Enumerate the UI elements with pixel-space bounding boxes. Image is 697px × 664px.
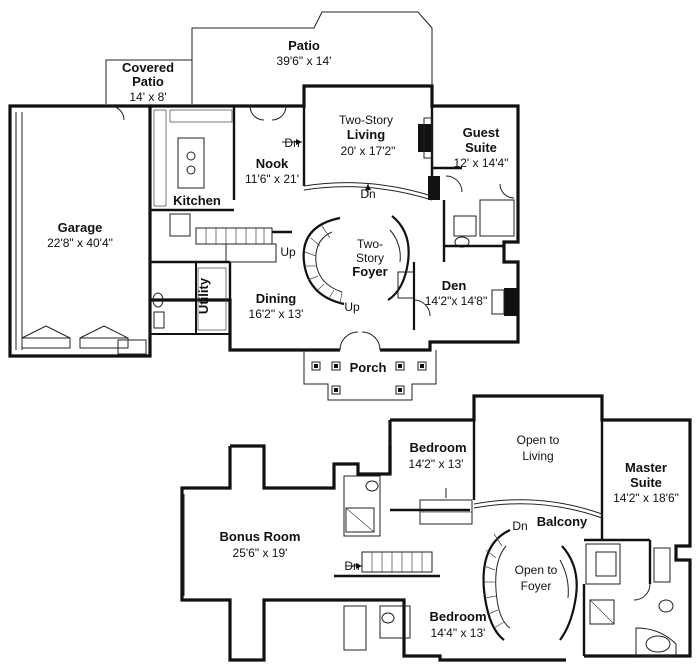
kitchen-label: Kitchen <box>173 193 221 208</box>
master-suite-label-1: Master <box>625 460 667 475</box>
living-label-2: Living <box>347 127 385 142</box>
patio-dim: 39'6" x 14' <box>277 54 332 68</box>
bonus-room-walls <box>180 444 392 662</box>
bedroom-top-dim: 14'2" x 13' <box>409 457 464 471</box>
covered-patio-dim: 14' x 8' <box>129 90 166 104</box>
living-fireplace <box>418 124 432 152</box>
den-label: Den <box>442 278 467 293</box>
living-dim: 20' x 17'2" <box>341 144 396 158</box>
balcony-arc-top <box>473 499 603 515</box>
garage-label: Garage <box>58 220 103 235</box>
foyer-label-2: Story <box>356 251 384 265</box>
patio-label: Patio <box>288 38 320 53</box>
stair-dn-foyer: Dn <box>360 187 375 201</box>
upper-curved-stair <box>482 529 511 641</box>
bedroom-top-label: Bedroom <box>409 440 466 455</box>
stair-up-left: Up <box>280 245 296 259</box>
covered-patio-label-1: Covered <box>122 60 174 75</box>
garage-step <box>117 339 147 355</box>
first-floor: Patio 39'6" x 14' Covered Patio 14' x 8'… <box>8 11 520 401</box>
kitchen-island <box>177 137 205 189</box>
guest-suite-label-1: Guest <box>463 125 501 140</box>
stair-dn-left: Dn <box>344 559 359 573</box>
upper-exterior-walls <box>334 394 692 662</box>
den-fireplace <box>504 288 518 316</box>
living-label-1: Two-Story <box>339 113 393 127</box>
balcony-label: Balcony <box>537 514 588 529</box>
porch-outline <box>303 350 437 401</box>
stairs-left <box>195 227 277 263</box>
living-balcony-arc <box>303 182 433 197</box>
porch-label: Porch <box>350 360 387 375</box>
bonus-room-dim: 25'6" x 19' <box>233 546 288 560</box>
guest-suite-label-2: Suite <box>465 140 497 155</box>
nook-dim: 11'6" x 21' <box>245 172 299 186</box>
nook-label: Nook <box>256 156 289 171</box>
open-living-label-1: Open to <box>517 433 560 447</box>
bedroom-bottom-dim: 14'4" x 13' <box>431 626 486 640</box>
master-suite-dim: 14'2" x 18'6" <box>613 491 679 505</box>
stair-dn-living: Dn <box>284 136 299 150</box>
dining-dim: 16'2" x 13' <box>249 307 304 321</box>
garage-walls <box>8 104 152 358</box>
bonus-room-label: Bonus Room <box>220 529 301 544</box>
bedroom-bottom-label: Bedroom <box>429 609 486 624</box>
foyer-label-1: Two- <box>357 237 383 251</box>
master-suite-label-2: Suite <box>630 475 662 490</box>
stair-dn-balcony: Dn <box>512 519 527 533</box>
garage-bottom-details <box>21 325 129 349</box>
garage-dim: 22'8" x 40'4" <box>47 236 113 250</box>
master-tub <box>635 627 677 657</box>
stair-up-foyer: Up <box>344 300 360 314</box>
open-foyer-label-1: Open to <box>515 563 558 577</box>
house-exterior-walls <box>150 84 520 352</box>
stairs-upper-left <box>346 551 433 573</box>
foyer-curved-stair <box>302 216 345 306</box>
open-living-label-2: Living <box>522 449 553 463</box>
den-dim: 14'2"x 14'8" <box>425 294 487 308</box>
covered-patio-label-2: Patio <box>132 74 164 89</box>
second-floor: Bedroom 14'2" x 13' Open to Living Maste… <box>180 394 692 662</box>
porch-columns <box>311 361 427 395</box>
open-foyer-label-2: Foyer <box>521 579 552 593</box>
dining-label: Dining <box>256 291 296 306</box>
guest-suite-dim: 12' x 14'4" <box>454 156 509 170</box>
foyer-label-3: Foyer <box>352 264 387 279</box>
utility-label: Utility <box>196 277 211 314</box>
